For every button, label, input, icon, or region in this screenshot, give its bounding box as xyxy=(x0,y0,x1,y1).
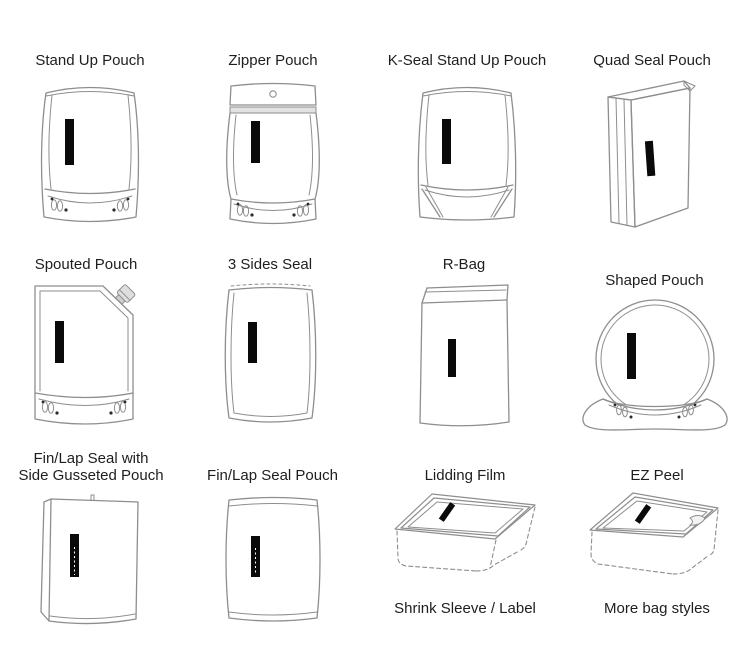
ez-peel-illustration xyxy=(589,492,719,575)
item-label: Spouted Pouch xyxy=(34,256,138,273)
catalog-item-fin-lap-seal-side-gusseted-pouch: Fin/Lap Seal with Side Gusseted Pouch xyxy=(10,450,172,632)
catalog-item-quad-seal-pouch: Quad Seal Pouch xyxy=(578,52,726,235)
catalog-item-shaped-pouch: Shaped Pouch xyxy=(562,272,747,439)
spouted-pouch-illustration xyxy=(34,284,136,425)
item-label: R-Bag xyxy=(442,256,486,273)
catalog-item-lidding-film: Lidding Film xyxy=(382,450,548,587)
item-label: 3 Sides Seal xyxy=(227,256,313,273)
stand-up-pouch-illustration xyxy=(40,86,140,223)
three-sides-seal-illustration xyxy=(224,283,316,423)
item-label: Lidding Film xyxy=(424,467,506,484)
footnote-shrink-sleeve-label: Shrink Sleeve / Label xyxy=(394,600,536,617)
fin-lap-seal-pouch-illustration xyxy=(224,496,321,622)
catalog-item-fin-lap-seal-pouch: Fin/Lap Seal Pouch xyxy=(200,450,345,627)
item-label: Quad Seal Pouch xyxy=(593,52,711,69)
quad-seal-pouch-illustration xyxy=(607,80,696,228)
shaped-pouch-illustration xyxy=(581,299,728,431)
catalog-item-stand-up-pouch: Stand Up Pouch xyxy=(15,52,165,225)
item-label: Stand Up Pouch xyxy=(35,52,145,69)
item-label: Shaped Pouch xyxy=(605,272,704,289)
catalog-item-r-bag: R-Bag xyxy=(398,256,530,429)
r-bag-illustration xyxy=(418,284,510,427)
item-label: K-Seal Stand Up Pouch xyxy=(387,52,547,69)
catalog-item-spouted-pouch: Spouted Pouch xyxy=(12,256,160,431)
fin-lap-seal-side-gusseted-pouch-illustration xyxy=(40,494,139,625)
footnote-more-bag-styles: More bag styles xyxy=(604,600,710,617)
lidding-film-illustration xyxy=(394,493,536,572)
catalog-item-k-seal-stand-up-pouch: K-Seal Stand Up Pouch xyxy=(386,52,548,225)
item-label: Fin/Lap Seal Pouch xyxy=(207,467,338,484)
zipper-pouch-illustration xyxy=(226,82,320,225)
k-seal-stand-up-pouch-illustration xyxy=(417,86,517,221)
catalog-item-zipper-pouch: Zipper Pouch xyxy=(203,52,343,227)
catalog-item-three-sides-seal: 3 Sides Seal xyxy=(200,256,340,427)
catalog-item-ez-peel: EZ Peel xyxy=(576,450,738,592)
item-label: Zipper Pouch xyxy=(228,52,318,69)
item-label: EZ Peel xyxy=(630,467,684,484)
item-label: Fin/Lap Seal with Side Gusseted Pouch xyxy=(18,450,164,484)
